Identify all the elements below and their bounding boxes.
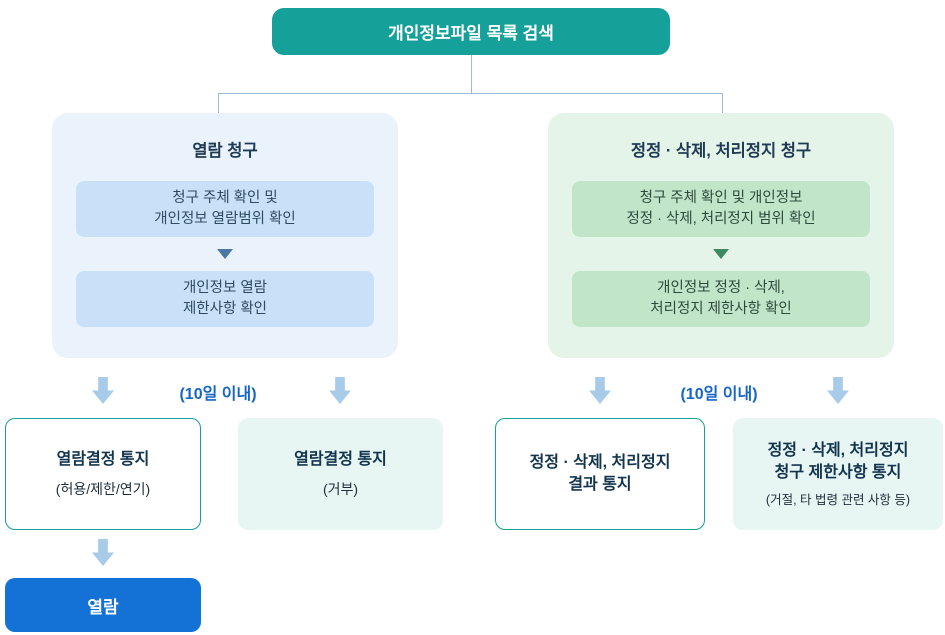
view-action-node: 열람 [5,578,201,632]
correction-restriction-notice-subtitle: (거절, 타 법령 관련 사항 등) [765,493,911,508]
access-decision-notice-box: 열람결정 통지 (허용/제한/연기) [5,418,201,530]
correction-restriction-notice-box: 정정 · 삭제, 처리정지 청구 제한사항 통지 (거절, 타 법령 관련 사항… [733,418,943,530]
access-request-panel-title: 열람 청구 [192,142,258,160]
correction-result-notice-title: 정정 · 삭제, 처리정지 결과 통지 [529,453,671,493]
down-arrow-icon [92,377,114,404]
connector-horizontal [218,93,722,94]
access-step-check-restrictions: 개인정보 열람 제한사항 확인 [76,271,374,327]
down-arrow-icon [589,377,611,404]
access-decision-notice-title: 열람결정 통지 [56,451,150,469]
correction-step-check-restrictions: 개인정보 정정 · 삭제, 처리정지 제한사항 확인 [572,271,870,327]
down-triangle-icon [217,249,233,259]
root-node-label: 개인정보파일 목록 검색 [388,24,554,43]
access-denial-notice-title: 열람결정 통지 [294,451,387,469]
access-request-panel: 열람 청구 청구 주체 확인 및 개인정보 열람범위 확인 개인정보 열람 제한… [52,113,398,358]
correction-request-panel: 정정 · 삭제, 처리정지 청구 청구 주체 확인 및 개인정보 정정 · 삭제… [548,113,894,358]
connector-root-vertical [471,55,472,93]
root-node: 개인정보파일 목록 검색 [272,8,670,55]
correction-restriction-notice-title: 정정 · 삭제, 처리정지 청구 제한사항 통지 [767,441,909,481]
connector-left-vertical [218,93,219,113]
access-decision-notice-subtitle: (허용/제한/연기) [55,480,151,497]
access-denial-notice-box: 열람결정 통지 (거부) [238,418,443,530]
down-triangle-icon [713,249,729,259]
down-arrow-icon [329,377,351,404]
down-arrow-icon [827,377,849,404]
correction-result-notice-box: 정정 · 삭제, 처리정지 결과 통지 [495,418,705,530]
connector-right-vertical [722,93,723,113]
correction-deadline-label: (10일 이내) [680,386,758,403]
access-deadline-label: (10일 이내) [179,386,257,403]
down-arrow-icon [92,539,114,566]
view-action-label: 열람 [87,597,119,617]
access-step-verify-scope: 청구 주체 확인 및 개인정보 열람범위 확인 [76,181,374,237]
correction-request-panel-title: 정정 · 삭제, 처리정지 청구 [630,142,812,160]
correction-step-verify-scope: 청구 주체 확인 및 개인정보 정정 · 삭제, 처리정지 범위 확인 [572,181,870,237]
access-denial-notice-subtitle: (거부) [322,480,359,497]
